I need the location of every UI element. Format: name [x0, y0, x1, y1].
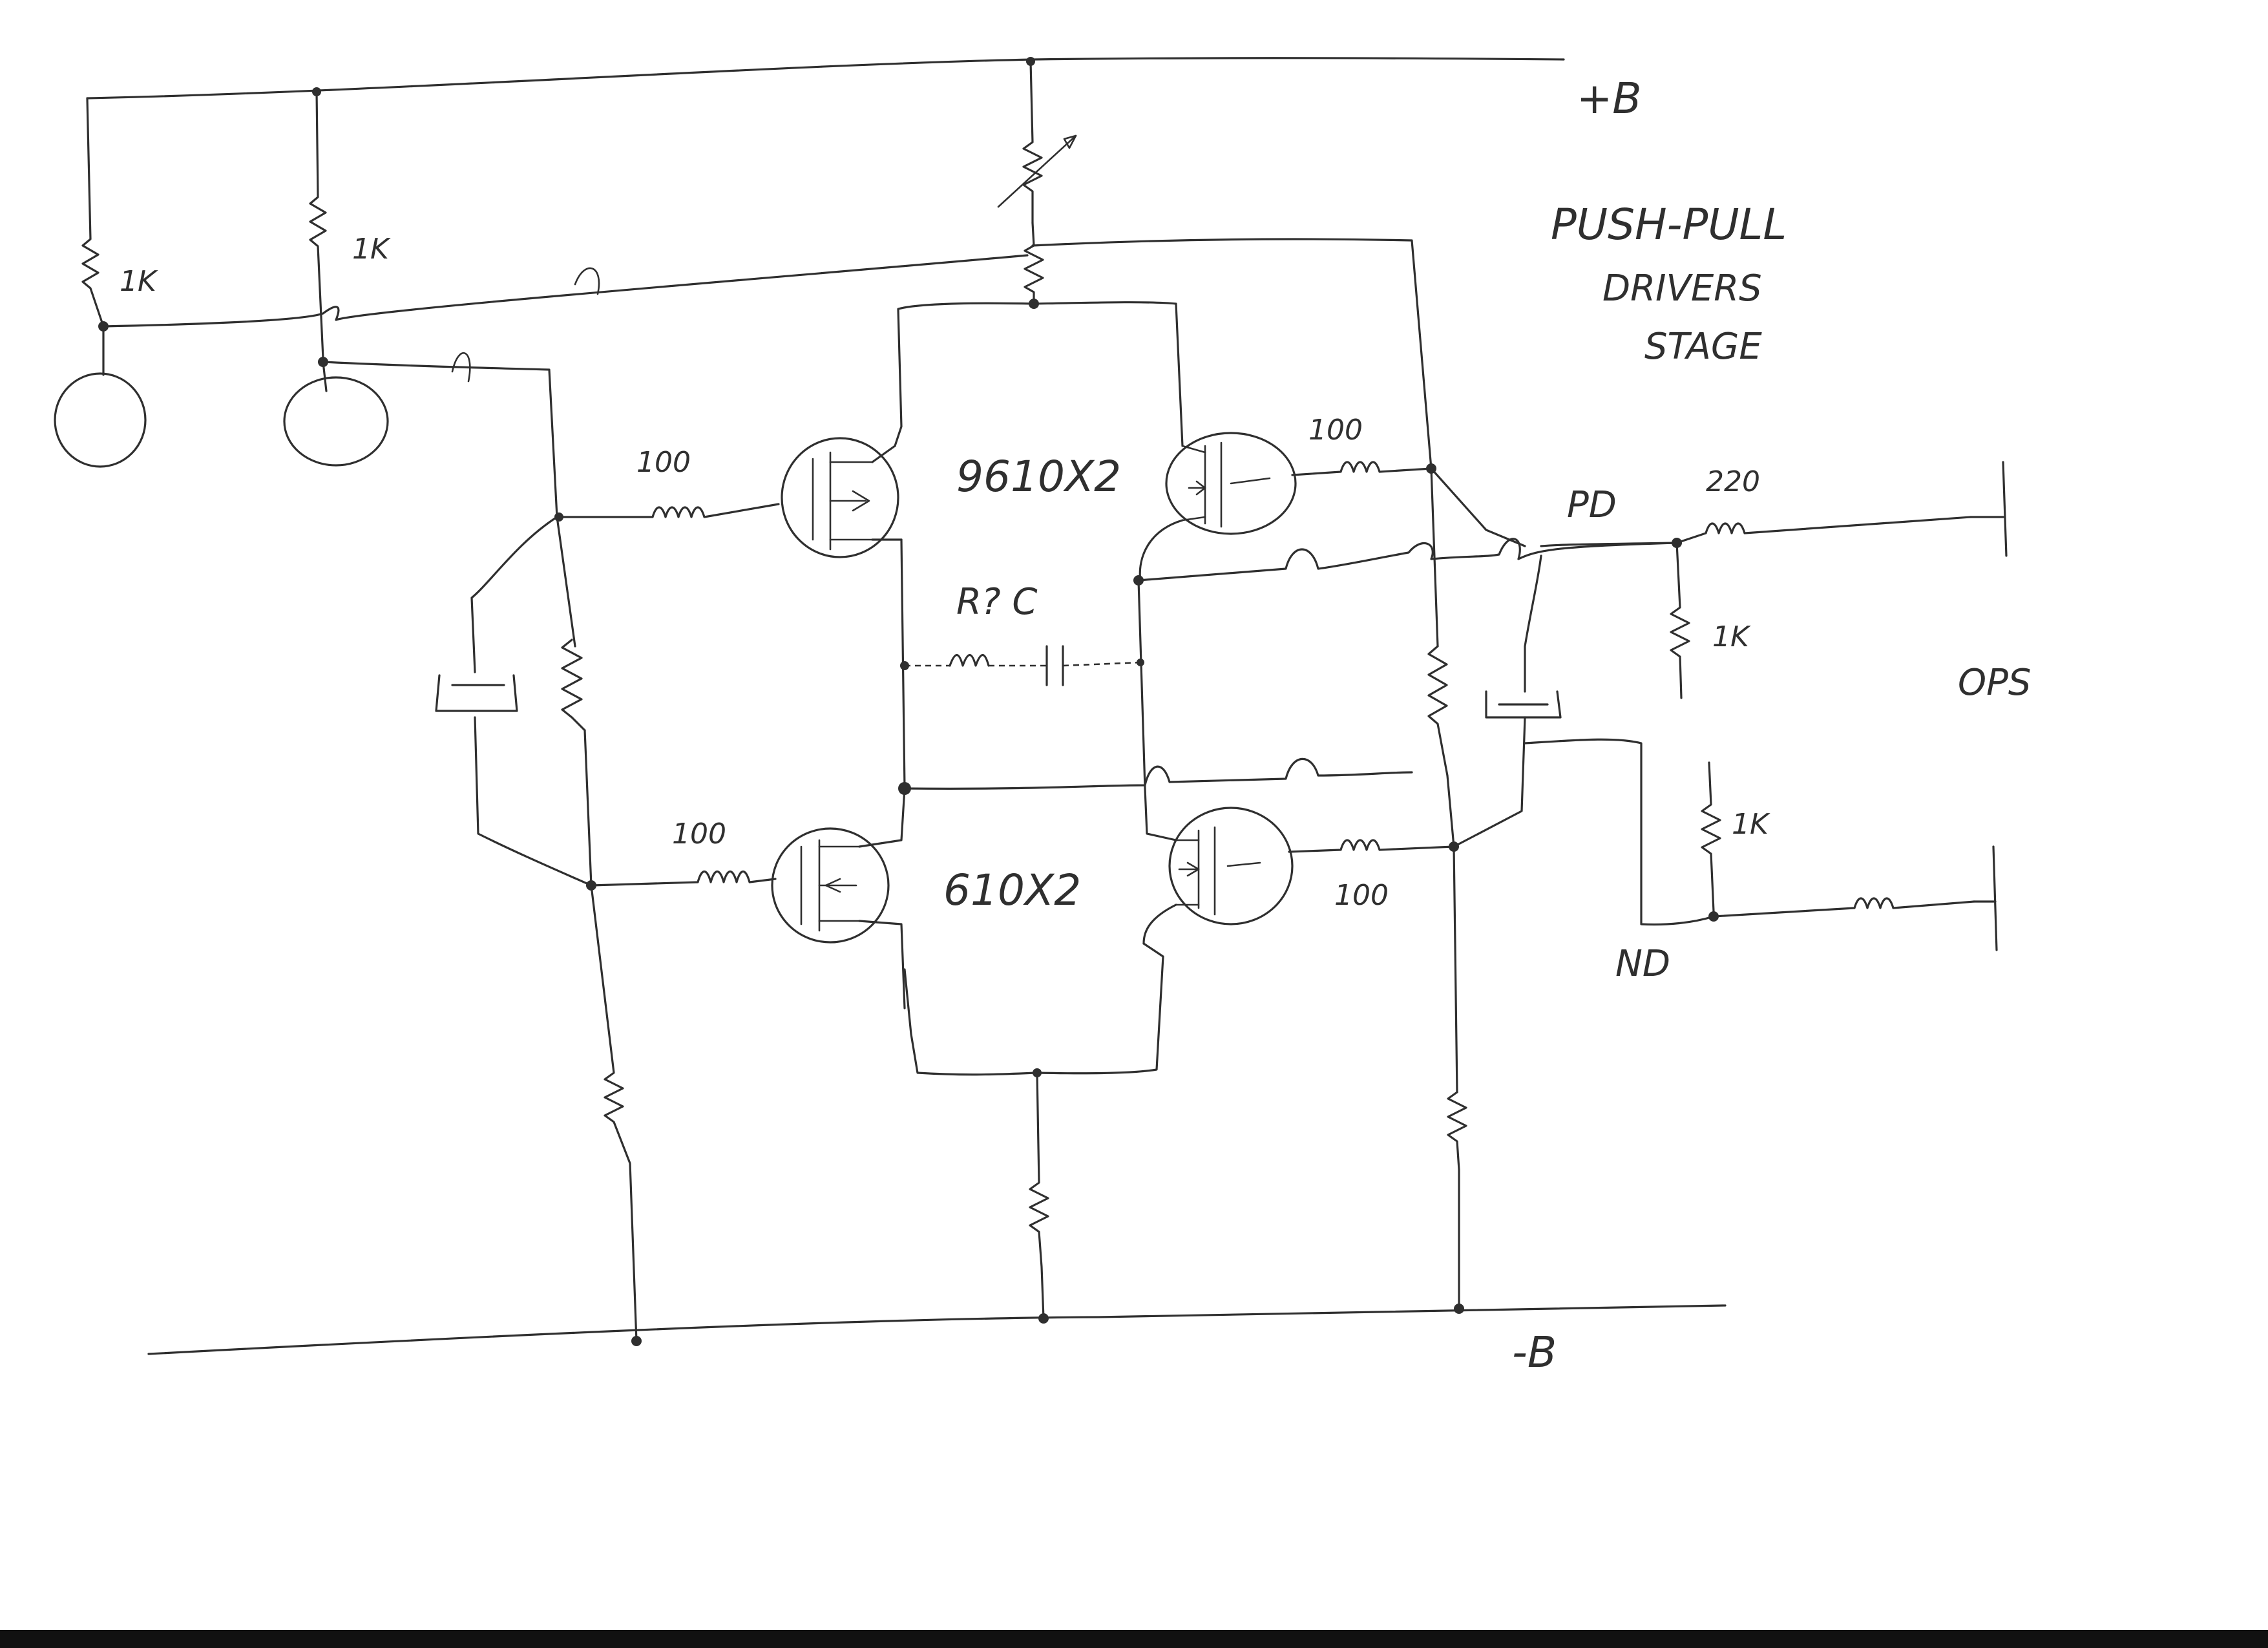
node-minus-b-right: [1454, 1304, 1464, 1314]
gate-resistor-lower-left: [590, 870, 777, 887]
minus-b-rail: [147, 1304, 1727, 1355]
title-line-3: STAGE: [1644, 326, 1762, 368]
node-plus-b-top: [1026, 57, 1035, 66]
gate-resistor-lower-right: [1288, 839, 1455, 853]
title-line-2: DRIVERS: [1602, 268, 1762, 310]
wire-right-cross: [1430, 467, 1526, 848]
plus-b-rail: [86, 57, 1565, 100]
wire-left-bias-loop: [470, 516, 593, 887]
capacitor-left: [435, 674, 518, 712]
wire-upper-right-fb: [1137, 538, 1678, 582]
label-r-gate-ll: 100: [672, 818, 726, 850]
wire-right-drain-upper: [1139, 519, 1184, 583]
mosfet-upper-right: [1165, 432, 1297, 535]
label-plus-b: +B: [1577, 74, 1642, 123]
label-ops: OPS: [1958, 662, 2031, 704]
output-resistor-nd: [1712, 897, 1975, 918]
gate-resistor-upper-left: [558, 503, 780, 518]
output-resistor-1k-lower: [1701, 761, 1721, 913]
node-left-bias: [98, 321, 109, 332]
label-minus-b: -B: [1512, 1327, 1557, 1377]
node-rc-left: [900, 661, 909, 670]
wire-right-cap-top: [1524, 555, 1542, 693]
hop-2: [451, 352, 471, 383]
rc-network: [905, 645, 1141, 686]
node-top-mid: [312, 87, 321, 96]
resistor-bottom-right: [1447, 1091, 1467, 1310]
capacitor-right: [1485, 690, 1562, 719]
output-resistor-1k-upper: [1670, 542, 1690, 699]
label-r-out: 220: [1706, 465, 1760, 498]
label-r-out-1k-a: 1K: [1712, 620, 1751, 653]
resistor-right-mid: [1427, 645, 1449, 777]
label-mosfet-upper: 9610X2: [956, 452, 1121, 502]
label-r-top-mid: 1K: [352, 233, 391, 266]
node-rc-right: [1137, 659, 1144, 666]
wire-upper-frame: [894, 301, 1184, 447]
wire-left-vertical: [556, 516, 593, 887]
node-minus-b-mid: [1038, 1313, 1049, 1324]
wire-pd-output: [1540, 542, 1678, 547]
title-line-1: PUSH-PULL: [1551, 200, 1787, 249]
hop-1: [574, 267, 600, 295]
bias-resistor-top: [1024, 222, 1044, 305]
label-pd: PD: [1567, 484, 1617, 526]
wire-lower-right-drain: [1142, 787, 1177, 945]
input-jack-mid: [283, 361, 389, 467]
wire-right-bus: [1430, 467, 1458, 1093]
label-r-gate-ul: 100: [636, 446, 691, 479]
label-mosfet-lower: 610X2: [943, 865, 1081, 915]
wire-mid-junction: [903, 757, 1413, 790]
wire-top-right: [1031, 238, 1433, 470]
bias-resistor-bottom: [1029, 1072, 1049, 1320]
mosfet-upper-left: [781, 437, 903, 558]
wire-nd: [1524, 738, 1715, 926]
output-terminal-nd: [1973, 845, 1998, 951]
gate-resistor-upper-right: [1291, 461, 1433, 476]
scan-bottom-edge: [0, 1630, 2268, 1648]
resistor-bottom-left: [590, 884, 638, 1342]
wire-right-inner-drain: [1137, 579, 1146, 790]
wire-mid-input: [322, 361, 558, 518]
label-r-out-1k-b: 1K: [1732, 808, 1770, 841]
node-mid-input: [318, 357, 328, 367]
label-rc: R? C: [956, 581, 1038, 623]
mosfet-lower-right: [1168, 807, 1294, 925]
mosfet-lower-left: [771, 787, 906, 1009]
node-minus-b-left: [631, 1336, 642, 1346]
input-resistor-left: [81, 97, 105, 328]
output-resistor-220: [1675, 516, 1972, 544]
wire-lower-frame: [903, 942, 1164, 1076]
bias-potentiometer: [997, 60, 1077, 224]
label-r-gate-lr: 100: [1334, 879, 1389, 912]
bias-resistor-left: [561, 639, 586, 732]
input-resistor-mid: [309, 90, 327, 360]
wire-left-bias: [102, 254, 1029, 328]
output-terminal-pd: [1969, 461, 2008, 557]
label-r-gate-ur: 100: [1308, 414, 1363, 447]
label-nd: ND: [1615, 943, 1670, 985]
input-jack-left: [54, 325, 147, 468]
label-r-top-left: 1K: [120, 265, 158, 298]
